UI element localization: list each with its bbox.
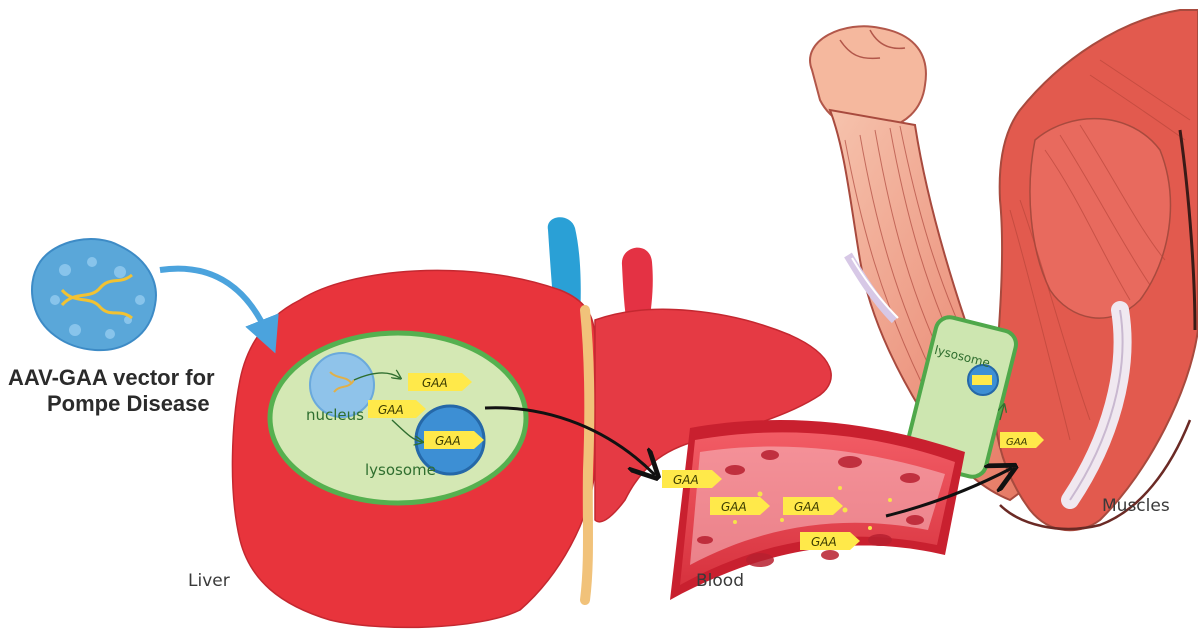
blood-caption: Blood (696, 571, 744, 591)
arrow-virus-to-liver (160, 269, 270, 340)
vector-label-line1: AAV-GAA vector for (8, 365, 215, 390)
nucleus-label: nucleus (306, 406, 364, 424)
gaa-tag-muscle: GAA (1000, 432, 1044, 448)
svg-text:GAA: GAA (794, 500, 820, 514)
liver-lysosome-label: lysosome (365, 461, 436, 479)
fist (810, 26, 926, 131)
liver-caption: Liver (188, 571, 230, 591)
gaa-tag-blood-4: GAA (800, 532, 860, 550)
muscle-lysosome-gaa-tag (972, 375, 992, 385)
gaa-tag-blood-1: GAA (662, 470, 722, 488)
ligament (585, 310, 589, 600)
svg-text:GAA: GAA (811, 535, 837, 549)
svg-text:GAA: GAA (721, 500, 747, 514)
muscles-caption: Muscles (1102, 496, 1170, 516)
vector-label-line2: Pompe Disease (47, 391, 210, 416)
svg-text:GAA: GAA (422, 376, 448, 390)
svg-text:GAA: GAA (435, 434, 461, 448)
gaa-tag-lysosome: GAA (424, 431, 484, 449)
gaa-tag-liver-1: GAA (408, 373, 472, 391)
gaa-tag-liver-2: GAA (368, 400, 426, 418)
svg-text:GAA: GAA (1006, 437, 1028, 448)
gaa-tag-blood-3: GAA (783, 497, 843, 515)
svg-text:GAA: GAA (378, 403, 404, 417)
gaa-tag-blood-2: GAA (710, 497, 770, 515)
svg-text:GAA: GAA (673, 473, 699, 487)
aav-virus (32, 239, 156, 350)
